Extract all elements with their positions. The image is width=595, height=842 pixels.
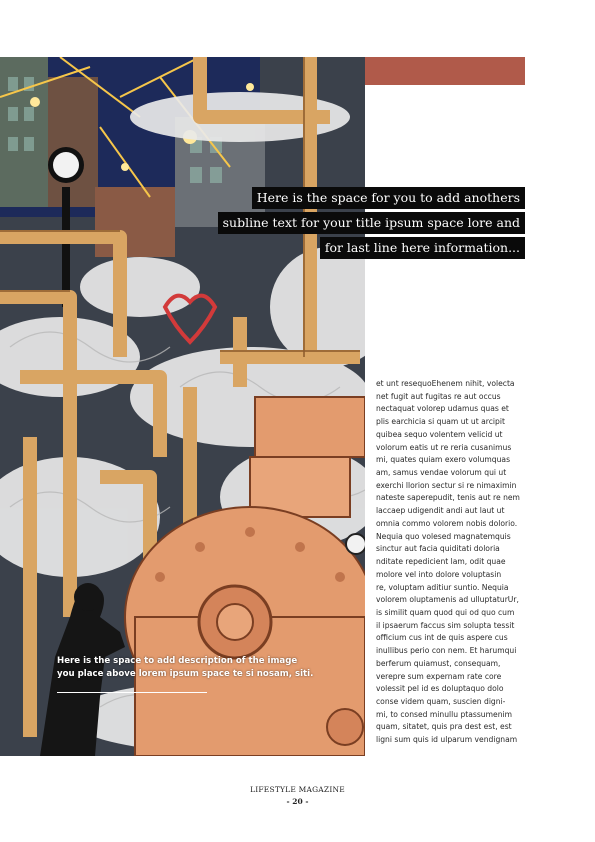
title-subline: Here is the space for you to add another… (195, 187, 525, 262)
body-line: conse videm quam, suscien digni- (376, 696, 506, 706)
body-line: volorum eatis ut re reria cusanimus (376, 442, 512, 452)
body-line: Nequia quo volesed magnatemquis (376, 531, 511, 541)
caption-line: Here is the space to add description of … (57, 656, 298, 666)
body-line: berferum quiamust, consequam, (376, 658, 501, 668)
body-line: officium cus int de quis aspere cus (376, 633, 508, 643)
body-line: is similit quam quod qui od quo cum (376, 607, 515, 617)
body-line: plis earchicia si quam ut ut arcipit (376, 417, 505, 427)
body-line: am, samus vendae volorum qui ut (376, 468, 507, 478)
body-line: ligni sum quis id ulparum vendignam (376, 735, 518, 745)
accent-bar (365, 57, 525, 85)
caption-divider (57, 692, 207, 693)
body-line: inullibus perio con nem. Et harumqui (376, 646, 517, 656)
body-line: mi, to consed minullu ptassumenim (376, 709, 513, 719)
body-line: quibea sequo volentem velicid ut (376, 429, 503, 439)
body-line: exerchi llorion sectur si re nimaximin (376, 480, 517, 490)
body-line: volessit pel id es doluptaquo dolo (376, 684, 504, 694)
body-line: sinctur aut facia quiditati doloria (376, 544, 500, 554)
body-line: molore vel into dolore voluptasin (376, 569, 502, 579)
cover-illustration (0, 57, 365, 756)
body-line: net fugit aut fugitas re aut occus (376, 391, 501, 401)
subline-line: subline text for your title ipsum space … (217, 212, 525, 234)
steampunk-illustration-icon (0, 57, 365, 756)
body-line: laccaep udigendit andi aut laut ut (376, 506, 505, 516)
body-line: nditate repedicient lam, odit quae (376, 557, 506, 567)
subline-line: for last line here information... (319, 237, 525, 259)
image-caption: Here is the space to add description of … (57, 655, 337, 681)
body-line: mi, quates quiam exero volumquas (376, 455, 511, 465)
body-line: volorem oluptamenis ad ulluptaturUr, (376, 595, 519, 605)
page-number: - 20 - (286, 797, 309, 806)
magazine-name: LIFESTYLE MAGAZINE (250, 785, 345, 794)
article-body: et unt resequoEhenem nihit, volecta net … (376, 378, 526, 747)
body-line: nectaquat volorep udamus quas et (376, 404, 509, 414)
body-line: omnia commo volorem nobis dolorio. (376, 518, 518, 528)
body-line: il ipsaerum faccus sim solupta tessit (376, 620, 515, 630)
body-line: re, voluptam aditiur suntio. Nequia (376, 582, 509, 592)
body-line: nateste saperepudit, tenis aut re nem (376, 493, 520, 503)
body-line: et unt resequoEhenem nihit, volecta (376, 379, 515, 388)
body-line: verepre sum expernam rate core (376, 671, 502, 681)
subline-line: Here is the space for you to add another… (251, 187, 525, 209)
body-line: quam, sitatet, quis pra dest est, est (376, 722, 512, 732)
caption-line: you place above lorem ipsum space te si … (57, 669, 314, 679)
